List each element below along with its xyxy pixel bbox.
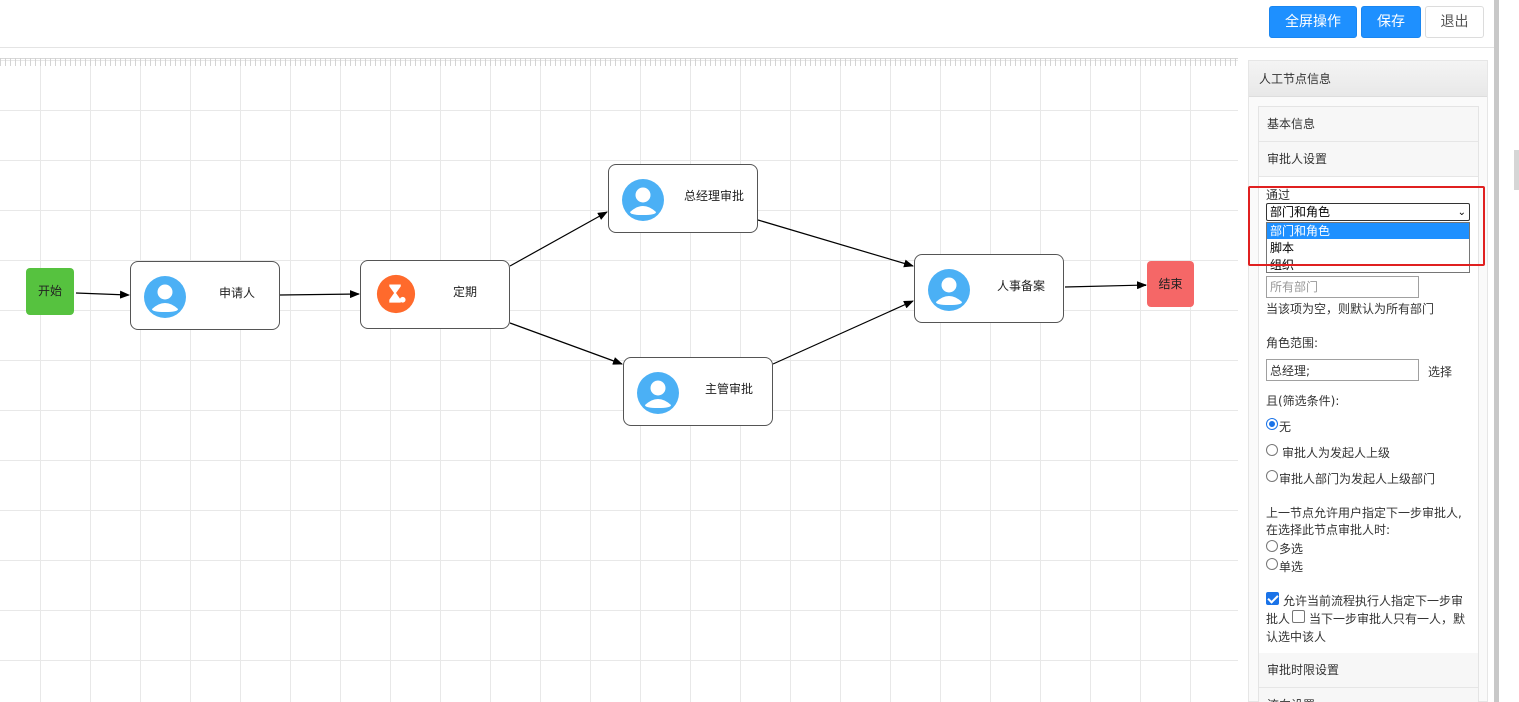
approver-type-select[interactable]: 部门和角色 ⌄	[1266, 203, 1470, 221]
start-node[interactable]: 开始	[26, 268, 74, 315]
section-time-limit[interactable]: 审批时限设置	[1259, 653, 1478, 688]
user-avatar-icon	[622, 179, 664, 221]
allow-assign-text-2b: 当下一步审批人只有一人，默	[1309, 612, 1466, 626]
auto-select-checkbox[interactable]	[1292, 610, 1305, 623]
exit-button[interactable]: 退出	[1425, 6, 1484, 38]
highlight-annotation	[1248, 186, 1485, 266]
node-gm-approval-label: 总经理审批	[684, 189, 745, 203]
option-dept-role[interactable]: 部门和角色	[1267, 223, 1469, 239]
section-flow-settings[interactable]: 流向设置	[1259, 688, 1478, 702]
filter-none-label: 无	[1279, 420, 1292, 434]
ruler	[0, 58, 1238, 66]
allow-assign-text-3: 认选中该人	[1266, 630, 1327, 644]
allow-assign-text-1: 允许当前流程执行人指定下一步审	[1283, 594, 1464, 608]
role-range-label: 角色范围:	[1266, 336, 1319, 350]
end-node[interactable]: 结束	[1147, 261, 1194, 307]
node-applicant[interactable]: 申请人	[130, 261, 280, 330]
multi-select-label: 多选	[1279, 542, 1304, 556]
page-scrollbar[interactable]	[1494, 0, 1499, 702]
fullscreen-button[interactable]: 全屏操作	[1269, 6, 1357, 38]
node-timer[interactable]: 定期	[360, 260, 510, 329]
user-avatar-icon	[928, 269, 970, 311]
department-input[interactable]	[1266, 276, 1419, 298]
node-hr-filing[interactable]: 人事备案	[914, 254, 1064, 323]
collapse-handle[interactable]	[1514, 150, 1519, 190]
pass-label: 通过	[1266, 188, 1291, 202]
user-avatar-icon	[144, 276, 186, 318]
option-script[interactable]: 脚本	[1270, 241, 1295, 255]
flow-canvas[interactable]	[0, 60, 1238, 702]
filter-superior-radio[interactable]	[1266, 444, 1278, 456]
top-toolbar: 全屏操作 保存 退出	[0, 0, 1494, 48]
section-basic-info[interactable]: 基本信息	[1259, 107, 1478, 142]
node-timer-label: 定期	[453, 285, 478, 299]
multi-select-radio[interactable]	[1266, 540, 1278, 552]
filter-label: 且(筛选条件):	[1266, 394, 1340, 408]
allow-assign-text-2a: 批人	[1266, 612, 1291, 626]
node-applicant-label: 申请人	[219, 286, 256, 300]
filter-superior-dept-label: 审批人部门为发起人上级部门	[1279, 472, 1436, 486]
approver-type-value: 部门和角色	[1270, 205, 1331, 219]
node-hr-filing-label: 人事备案	[997, 279, 1046, 293]
end-node-label: 结束	[1158, 277, 1183, 291]
department-hint: 当该项为空，则默认为所有部门	[1266, 302, 1435, 316]
filter-superior-label: 审批人为发起人上级	[1282, 446, 1391, 460]
single-select-radio[interactable]	[1266, 558, 1278, 570]
panel-title: 人工节点信息	[1249, 61, 1487, 97]
start-node-label: 开始	[37, 284, 62, 298]
right-gutter	[1499, 0, 1519, 702]
chevron-down-icon: ⌄	[1457, 207, 1466, 218]
next-step-text-1: 上一节点允许用户指定下一步审批人,	[1266, 506, 1462, 520]
filter-superior-dept-radio[interactable]	[1266, 470, 1278, 482]
section-approver-settings[interactable]: 审批人设置	[1259, 142, 1478, 177]
role-select-link[interactable]: 选择	[1428, 365, 1453, 379]
allow-assign-checkbox[interactable]	[1266, 592, 1279, 605]
node-supervisor-approval-label: 主管审批	[705, 382, 754, 396]
hourglass-icon	[376, 274, 416, 314]
node-gm-approval[interactable]: 总经理审批	[608, 164, 758, 233]
next-step-text-2: 在选择此节点审批人时:	[1266, 523, 1391, 537]
single-select-label: 单选	[1279, 560, 1304, 574]
node-supervisor-approval[interactable]: 主管审批	[623, 357, 773, 426]
role-input[interactable]	[1266, 359, 1419, 381]
filter-none-radio[interactable]	[1266, 418, 1278, 430]
save-button[interactable]: 保存	[1361, 6, 1421, 38]
user-avatar-icon	[637, 372, 679, 414]
